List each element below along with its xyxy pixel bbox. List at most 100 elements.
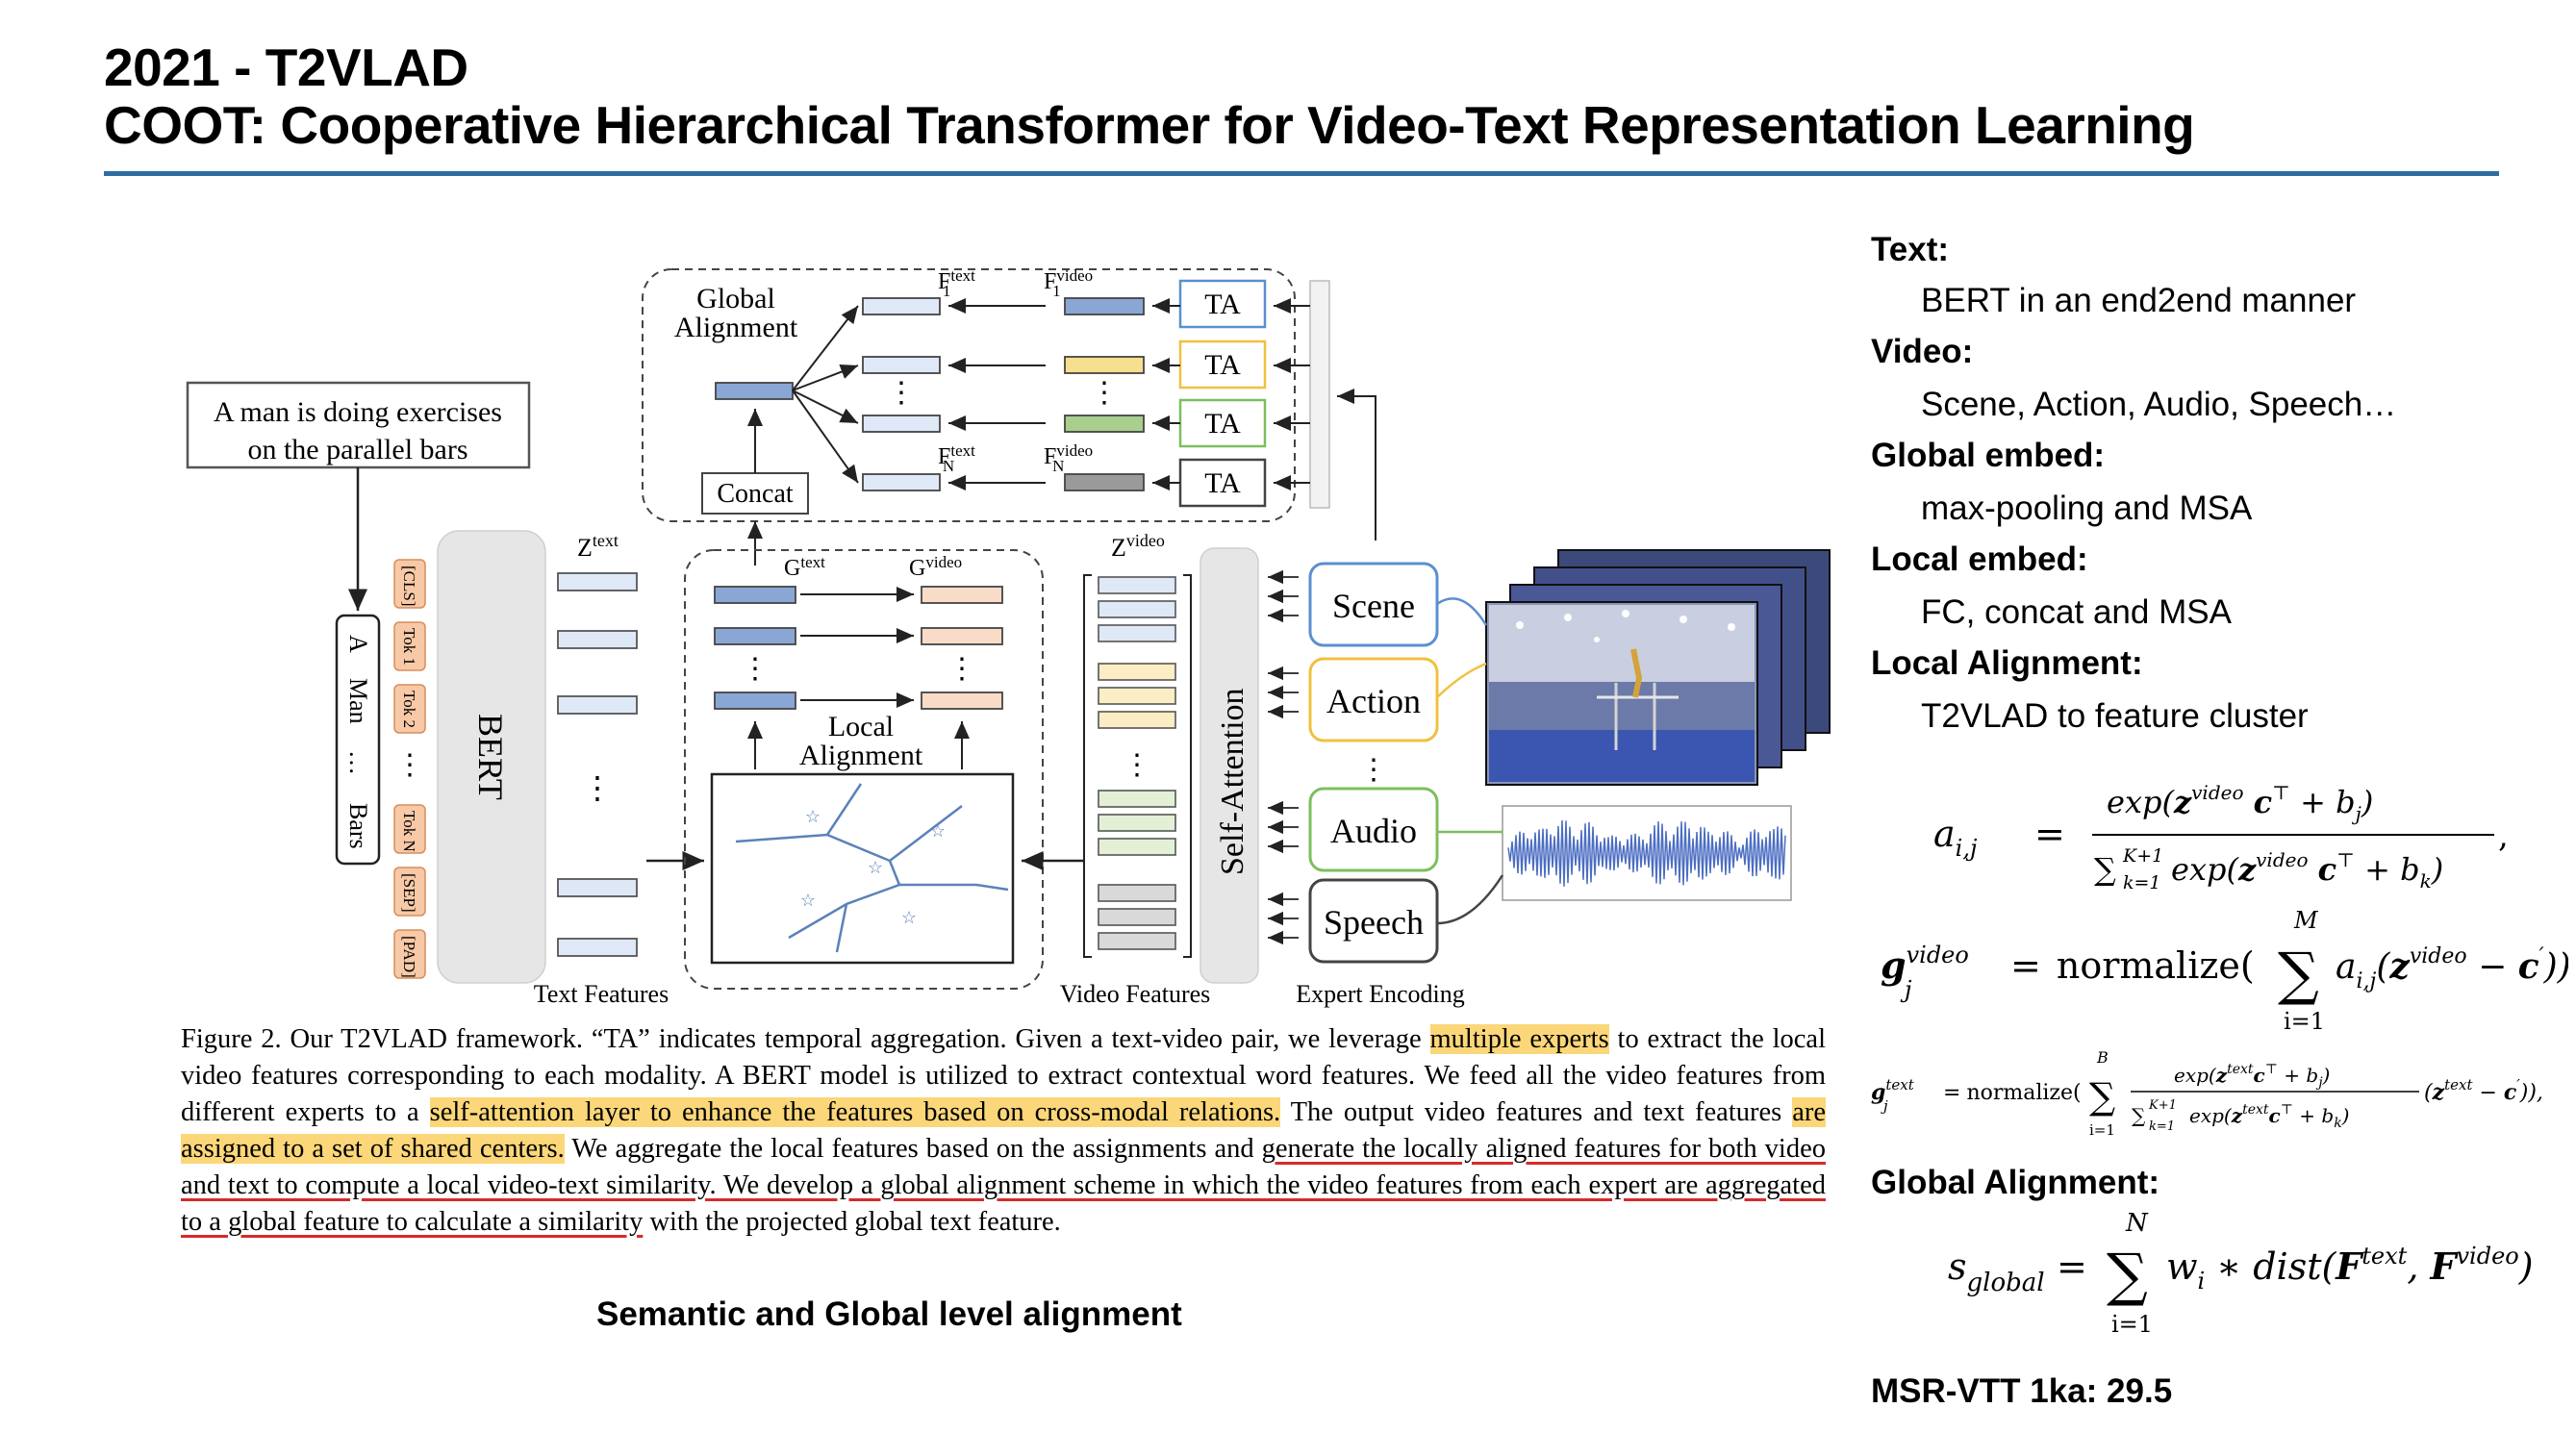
- global-embed-value: max-pooling and MSA: [1921, 490, 2253, 527]
- ta-label-1: TA: [1204, 289, 1241, 320]
- t2vlad-framework-figure: A man is doing exercises on the parallel…: [186, 266, 1831, 1008]
- global-text-feature: [715, 382, 794, 400]
- title-rule: [104, 171, 2499, 176]
- caption-highlight-2: self-attention layer to enhance the feat…: [429, 1097, 1281, 1127]
- svg-text:N: N: [2125, 1210, 2149, 1238]
- expert-scene: [1308, 562, 1439, 647]
- svg-text:i=1: i=1: [2284, 1008, 2325, 1034]
- svg-text:☆: ☆: [868, 858, 883, 877]
- slide-subcaption: Semantic and Global level alignment: [596, 1295, 1182, 1333]
- local-embed-value: FC, concat and MSA: [1921, 593, 2232, 631]
- ta-label-3: TA: [1204, 408, 1241, 440]
- video-feature-vdots: ⋮: [1123, 749, 1151, 781]
- ga-video-feature-2: [1064, 356, 1145, 374]
- token-word-bars: Bars: [344, 803, 372, 849]
- svg-text:i=1: i=1: [2111, 1311, 2153, 1338]
- bert-tokens: [CLS] Tok 1 Tok 2 ⋮ Tok N [SEP] [PAD]: [393, 559, 426, 979]
- svg-text:K+1: K+1: [2148, 1098, 2177, 1113]
- token-cls: [CLS]: [400, 566, 418, 607]
- svg-text:=: =: [2057, 1245, 2087, 1288]
- concat-box: [701, 472, 809, 515]
- expert-encoding-label: Expert Encoding: [1296, 980, 1464, 1008]
- caption-part-2: to extract the local video features corr…: [181, 1024, 1826, 1127]
- video-value: Scene, Action, Audio, Speech…: [1921, 386, 2397, 423]
- svg-text:=normalize(: =normalize(: [1943, 1081, 2082, 1105]
- g-text-label: Gtext: [784, 553, 825, 581]
- video-heading: Video:: [1871, 333, 1974, 370]
- svg-text:∑: ∑: [2132, 1104, 2146, 1127]
- ta-box-3: [1178, 398, 1267, 448]
- token-1: Tok 1: [400, 628, 418, 666]
- caption-underline-1: generate the locally aligned features fo…: [181, 1134, 1826, 1237]
- svg-text:ai,j: ai,j: [1933, 813, 1978, 862]
- g-text-equation: gtext j =normalize( B ∑ i=1 exp(ztextc⊤ …: [1871, 1048, 2543, 1139]
- z-video-label: Zvideo: [1111, 531, 1165, 562]
- local-alignment-line2: Alignment: [799, 740, 923, 771]
- caption-part-5: with the projected global text feature.: [643, 1207, 1061, 1237]
- text-heading: Text:: [1871, 231, 1950, 268]
- query-line-2: on the parallel bars: [247, 434, 467, 465]
- token-word-a: A: [344, 635, 372, 653]
- token-word-man: Man: [344, 678, 372, 724]
- svg-text:wi ∗ dist(Ftext, Fvideo): wi ∗ dist(Ftext, Fvideo): [2166, 1243, 2534, 1295]
- svg-text:,: ,: [2498, 817, 2509, 855]
- query-line-1: A man is doing exercises: [214, 396, 502, 428]
- svg-text:∑: ∑: [2278, 941, 2319, 1008]
- expert-audio-label: Audio: [1330, 812, 1417, 850]
- svg-text:exp(zvideo c⊤ + bj): exp(zvideo c⊤ + bj): [2107, 781, 2373, 825]
- ga-video-vdots: ⋮: [1090, 377, 1119, 409]
- global-alignment-line2: Alignment: [674, 312, 798, 343]
- caption-highlight-1: multiple experts: [1429, 1024, 1609, 1054]
- concat-label: Concat: [717, 479, 794, 509]
- svg-text:☆: ☆: [800, 891, 816, 910]
- local-align-heading: Local Alignment:: [1871, 644, 2143, 682]
- token-n: Tok N: [400, 811, 418, 852]
- local-align-value: T2VLAD to feature cluster: [1921, 697, 2309, 735]
- svg-text:☆: ☆: [901, 908, 917, 927]
- caption-part-4: We aggregate the local features based on…: [564, 1134, 1262, 1164]
- cluster-center-panel: [710, 772, 1015, 965]
- svg-text:exp(zvideo c⊤ + bk): exp(zvideo c⊤ + bk): [2171, 848, 2443, 892]
- svg-text:∑: ∑: [2107, 1242, 2148, 1309]
- svg-text:j: j: [1881, 1097, 1888, 1115]
- ta-box-1: [1178, 279, 1267, 329]
- local-embed-heading: Local embed:: [1871, 541, 2088, 578]
- svg-text:∑: ∑: [2094, 851, 2116, 888]
- la-video-vdots: ⋮: [947, 653, 976, 685]
- token-ellipsis: ⋮: [395, 749, 424, 781]
- local-alignment-line1: Local: [828, 711, 894, 742]
- svg-text:ai,j(zvideo − c′)),: ai,j(zvideo − c′)),: [2336, 944, 2568, 993]
- svg-text:☆: ☆: [805, 807, 821, 826]
- text-feature-column: [557, 572, 638, 957]
- svg-text:k=1: k=1: [2149, 1119, 2175, 1134]
- expert-action: [1308, 657, 1439, 742]
- expert-audio: [1308, 787, 1439, 872]
- svg-text:∑: ∑: [2089, 1075, 2115, 1118]
- slide-title-year: 2021 - T2VLAD: [104, 38, 468, 97]
- video-frames: [1485, 549, 1831, 786]
- expert-vdots: ⋮: [1359, 754, 1388, 786]
- token-sep: [SEP]: [400, 873, 418, 913]
- global-alignment-line1: Global: [696, 283, 775, 314]
- token-2: Tok 2: [400, 691, 418, 728]
- ga-video-feature-3: [1064, 415, 1145, 433]
- expert-speech-label: Speech: [1324, 903, 1424, 942]
- svg-text:sglobal: sglobal: [1948, 1245, 2045, 1297]
- expert-output-bar: [1309, 280, 1330, 509]
- s-global-equation: sglobal = N ∑ i=1 wi ∗ dist(Ftext, Fvide…: [1948, 1210, 2534, 1338]
- z-text-label: Ztext: [577, 531, 619, 562]
- assignment-equation: ai,j = exp(zvideo c⊤ + bj) ∑ K+1 k=1 exp…: [1933, 781, 2509, 893]
- video-features-label: Video Features: [1060, 980, 1211, 1008]
- text-value: BERT in an end2end manner: [1921, 282, 2357, 319]
- svg-text:=normalize(: =normalize(: [2010, 944, 2255, 987]
- svg-text:i=1: i=1: [2089, 1121, 2115, 1139]
- self-attention-label: Self-Attention: [1215, 688, 1250, 875]
- ga-video-feature-1: [1064, 297, 1145, 315]
- g-video-label: Gvideo: [909, 553, 962, 581]
- text-features-label: Text Features: [534, 980, 669, 1008]
- audio-waveform: [1502, 805, 1792, 901]
